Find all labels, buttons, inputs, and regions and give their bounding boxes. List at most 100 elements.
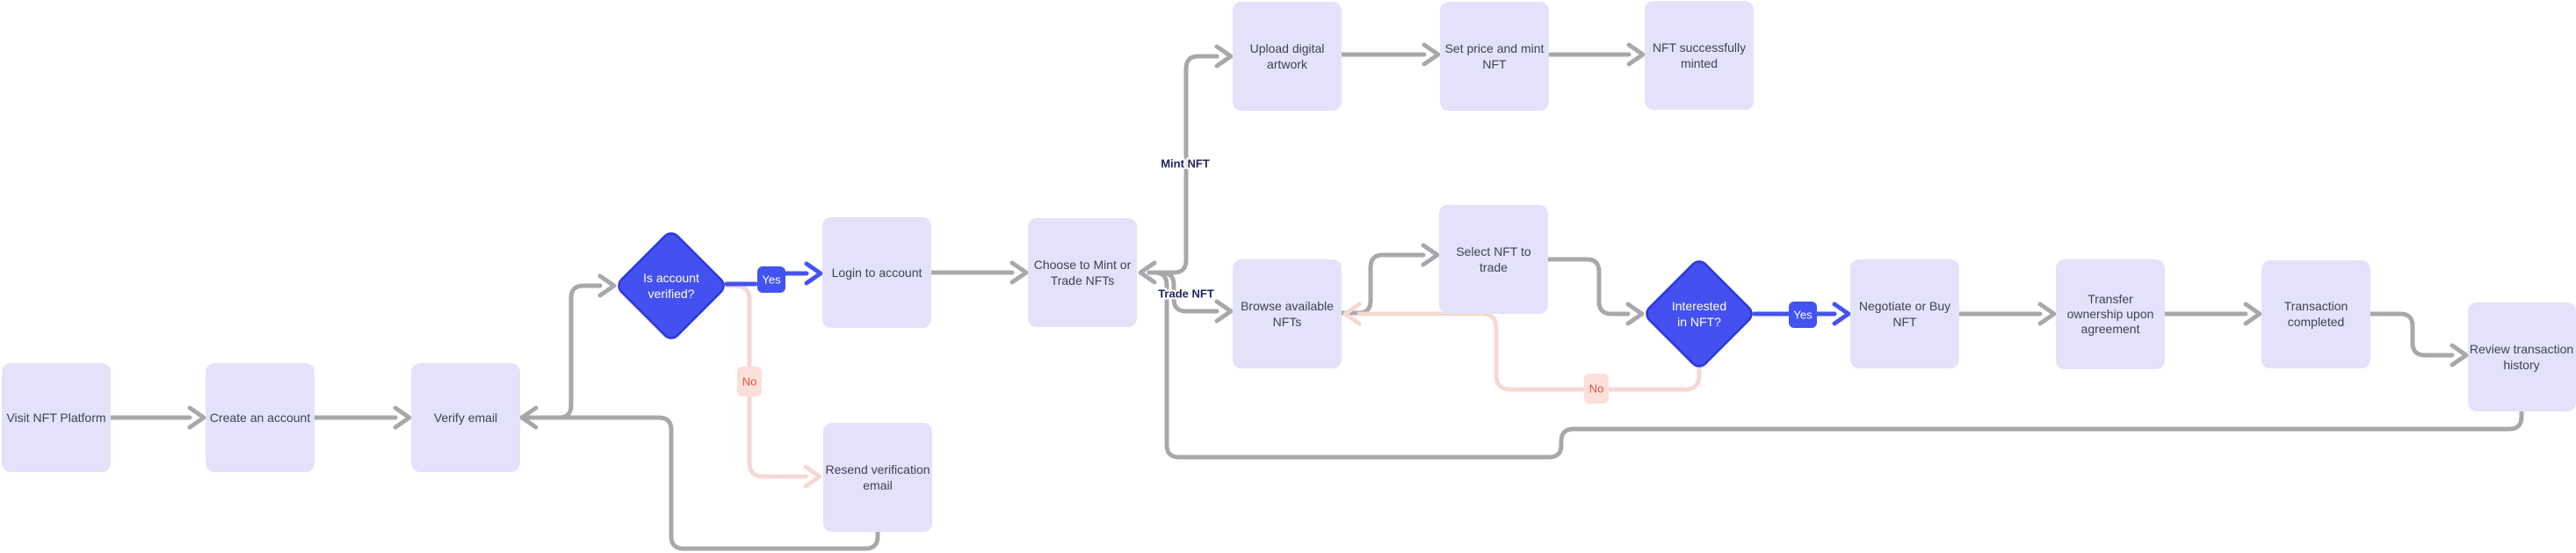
arrow-right-icon (1009, 260, 1029, 285)
edge-interested-browse-no[interactable] (1342, 302, 1702, 392)
arrow-right-icon (393, 405, 412, 430)
edge-upload-setprice[interactable] (1339, 42, 1441, 67)
node-label: history (2503, 358, 2539, 372)
decision-label: in NFT? (1677, 315, 1721, 329)
node-verify-email[interactable]: Verify email (411, 363, 520, 472)
node-label: Resend verification (825, 462, 930, 477)
edge-setprice-minted[interactable] (1546, 42, 1646, 67)
edge-login-choose[interactable] (929, 260, 1029, 285)
label-yes-interested[interactable]: Yes (1789, 302, 1817, 328)
node-label: Choose to Mint or (1034, 258, 1132, 272)
arrow-right-icon (1214, 299, 1234, 324)
edge-isverified-login-yes[interactable] (724, 261, 823, 287)
node-label: artwork (1267, 57, 1308, 71)
node-label: Create an account (210, 411, 311, 425)
arrow-right-icon (1625, 302, 1645, 326)
arrow-right-icon (1421, 243, 1440, 267)
arrow-right-icon (2037, 302, 2057, 326)
node-box (1233, 259, 1342, 368)
edge-browse-select[interactable] (1339, 243, 1440, 316)
node-login-account[interactable]: Login to account (822, 217, 931, 328)
node-box (1439, 205, 1548, 314)
node-visit-nft-platform[interactable]: Visit NFT Platform (2, 363, 111, 472)
edge-transfer-transaction[interactable] (2162, 302, 2262, 326)
edge-transaction-review[interactable] (2368, 311, 2469, 367)
label-trade-nft-branch[interactable]: Trade NFT (1156, 286, 1216, 302)
node-box (1233, 2, 1342, 111)
edge-verify-isverified[interactable] (517, 273, 617, 420)
node-label: Verify email (434, 411, 497, 425)
edge-select-interested[interactable] (1545, 257, 1645, 326)
yes-chip-label: Yes (1793, 309, 1813, 322)
decision-account-verified[interactable]: Is account verified? (615, 229, 727, 341)
decision-diamond (1646, 260, 1753, 367)
node-box (1028, 218, 1137, 327)
node-label: NFTs (1273, 315, 1302, 329)
edge-resend-verify-loop[interactable] (519, 405, 880, 551)
edge-create-verify[interactable] (312, 405, 412, 430)
node-box (411, 363, 520, 472)
label-yes-account-verified[interactable]: Yes (757, 266, 785, 293)
arrow-right-icon (1214, 44, 1234, 69)
node-upload-artwork[interactable]: Upload digital artwork (1233, 2, 1342, 111)
edge-choose-upload-mint[interactable] (1147, 44, 1234, 275)
connector-line (1357, 311, 1702, 392)
node-label: Transaction (2284, 299, 2348, 313)
node-box (823, 423, 932, 532)
node-box (822, 217, 931, 328)
node-label: Set price and mint (1445, 41, 1545, 55)
arrow-left-icon (1342, 302, 1362, 326)
node-choose-mint-or-trade[interactable]: Choose to Mint or Trade NFTs (1028, 218, 1137, 327)
decision-label: verified? (648, 287, 695, 301)
connector-line (533, 415, 880, 551)
arrow-left-icon (519, 405, 539, 430)
node-box (2056, 259, 2165, 369)
edge-review-choose-loop[interactable] (1138, 260, 2524, 460)
node-label: email (863, 478, 892, 492)
yes-chip (757, 266, 785, 293)
connector-line (1152, 270, 2524, 460)
connector-line (2368, 311, 2455, 358)
node-label: Visit NFT Platform (6, 411, 105, 425)
node-nft-minted[interactable]: NFT successfully minted (1645, 1, 1754, 110)
arrow-right-icon (1832, 302, 1851, 326)
arrow-left-icon (1138, 260, 1157, 285)
node-box (2468, 302, 2576, 411)
node-create-account[interactable]: Create an account (206, 363, 315, 472)
node-transfer-ownership[interactable]: Transfer ownership upon agreement (2056, 259, 2165, 369)
node-negotiate-buy[interactable]: Negotiate or Buy NFT (1850, 259, 1959, 368)
node-set-price-mint[interactable]: Set price and mint NFT (1440, 2, 1549, 111)
no-chip (737, 367, 762, 397)
label-no-interested[interactable]: No (1584, 374, 1609, 404)
node-transaction-completed[interactable]: Transaction completed (2261, 260, 2370, 368)
node-label: Review transaction (2470, 342, 2573, 356)
no-chip (1584, 374, 1609, 404)
node-label: Trade NFTs (1051, 273, 1115, 287)
edge-negotiate-transfer[interactable] (1957, 302, 2057, 326)
arrow-right-icon (187, 405, 206, 430)
decision-label: Interested (1672, 299, 1726, 313)
arrow-right-icon (804, 261, 823, 286)
node-resend-verification[interactable]: Resend verification email (823, 423, 932, 532)
connector-line (1339, 252, 1426, 316)
node-review-history[interactable]: Review transaction history (2468, 302, 2576, 411)
decision-diamond (618, 232, 725, 339)
node-select-nft[interactable]: Select NFT to trade (1439, 205, 1548, 314)
label-mint-nft-branch[interactable]: Mint NFT (1159, 156, 1212, 172)
node-label: Login to account (832, 266, 923, 280)
node-label: trade (1480, 260, 1508, 274)
label-no-account-verified[interactable]: No (737, 367, 762, 397)
node-label: Negotiate or Buy (1859, 299, 1950, 313)
node-label: agreement (2081, 322, 2140, 336)
yes-chip (1789, 302, 1817, 328)
node-box (2, 363, 111, 472)
yes-chip-label: Yes (762, 273, 781, 287)
decision-interested-nft[interactable]: Interested in NFT? (1643, 258, 1755, 369)
connector-line (1545, 257, 1631, 317)
edge-visit-create[interactable] (108, 405, 206, 430)
arrow-right-icon (803, 464, 822, 489)
edge-choose-browse-trade[interactable] (1147, 270, 1234, 324)
arrow-right-icon (2449, 343, 2469, 367)
node-browse-nfts[interactable]: Browse available NFTs (1233, 259, 1342, 368)
